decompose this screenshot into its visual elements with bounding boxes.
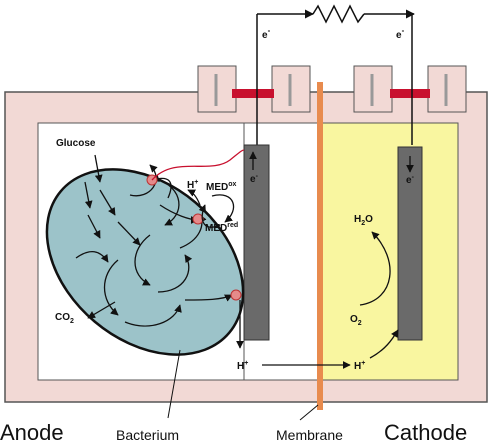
med-ox-label: MEDox [206,181,237,193]
glucose-label: Glucose [56,138,96,149]
h2o-label: H2O [354,214,373,227]
node-bottom [230,289,242,301]
top-caps [197,65,467,113]
transfer-nodes [146,174,242,301]
cathode-electrolyte [321,122,459,381]
membrane-leader [299,404,319,421]
h-plus-anode-label: H+ [237,360,248,372]
cathode-caption: Cathode [384,420,467,444]
med-red-label: MEDred [205,222,238,234]
bacterium-caption: Bacterium [116,427,179,443]
cathode-electron-label: e- [406,174,415,186]
node-middle [192,213,204,225]
h-plus-top-label: H+ [187,179,198,191]
h-plus-cathode-label: H+ [354,360,365,372]
membrane [317,82,323,410]
proton-path [236,300,399,369]
electron-label-left: e- [262,26,271,41]
resistor-icon [312,4,365,24]
mediator-cycle [187,189,235,228]
external-circuit [256,4,415,145]
cathode-reaction [359,231,391,306]
conductive-wire [151,149,245,181]
o2-label: O2 [350,314,362,327]
anode-electron-label: e- [250,173,259,185]
anode-caption: Anode [0,420,64,444]
cathode-electrode [397,146,423,341]
cathode-seal [390,89,430,98]
co2-label: CO2 [55,312,74,325]
bacterium-leader [167,349,181,419]
anode-seal [232,89,274,98]
membrane-caption: Membrane [276,427,343,443]
anode-electrode [243,144,270,341]
electron-label-right: e- [396,26,405,41]
